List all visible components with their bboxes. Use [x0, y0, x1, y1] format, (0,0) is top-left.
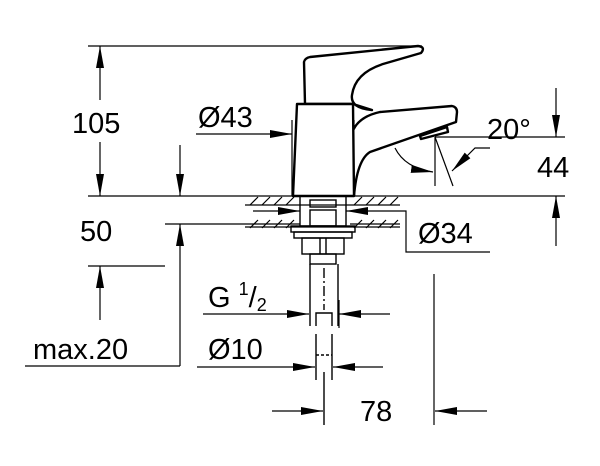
label-projection: 78	[360, 396, 393, 428]
countertop-hatch	[245, 196, 400, 229]
dimension-78	[272, 274, 487, 425]
thread-den: 2	[256, 295, 267, 315]
faucet-lever	[302, 44, 425, 112]
faucet	[291, 44, 459, 198]
thread-slash: /	[248, 282, 257, 314]
faucet-body	[291, 102, 356, 198]
label-spout-angle: 20°	[487, 114, 531, 146]
fittings	[290, 195, 356, 425]
dimension-d34	[253, 207, 490, 253]
label-spout-height: 44	[537, 152, 570, 184]
label-body-diameter: Ø43	[198, 102, 253, 134]
label-pipe-diameter: Ø10	[208, 334, 263, 366]
faucet-spout	[348, 104, 459, 197]
label-shank-length: 50	[80, 216, 113, 248]
label-hole-diameter: Ø34	[418, 218, 473, 250]
label-max-thickness: max.20	[33, 334, 129, 366]
thread-prefix: G	[208, 282, 231, 314]
thread-num: 1	[238, 279, 249, 299]
label-thread: G 1/2	[208, 280, 267, 314]
label-height-total: 105	[72, 108, 121, 140]
dimension-thread	[203, 300, 390, 328]
dimension-50	[96, 145, 184, 366]
dimension-angle	[394, 136, 490, 187]
reference-lines	[25, 45, 565, 367]
